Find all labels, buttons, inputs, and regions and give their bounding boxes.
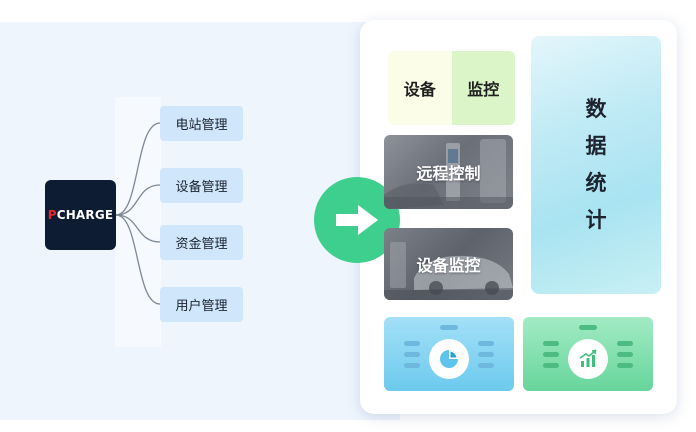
right-bar <box>617 363 633 368</box>
device-monitoring-label: 设备监控 <box>416 252 480 276</box>
tree-node-label: 设备管理 <box>175 176 227 195</box>
monitor-right-label: 监控 <box>467 76 499 100</box>
remote-control-tile: 远程控制 <box>384 135 513 209</box>
tree-node-station: 电站管理 <box>160 106 243 141</box>
monitor-right-half: 监控 <box>452 51 516 125</box>
monitor-left-label: 设备 <box>404 76 436 100</box>
top-bar <box>440 325 458 330</box>
left-bar <box>404 363 420 368</box>
stats-char: 数 <box>586 91 607 128</box>
left-bar <box>404 352 420 357</box>
monitor-left-half: 设备 <box>388 51 452 125</box>
left-bar <box>543 363 559 368</box>
device-monitoring-tile: 设备监控 <box>384 228 513 300</box>
stats-char: 统 <box>586 165 607 202</box>
right-bar <box>478 363 494 368</box>
stats-char: 据 <box>586 128 607 165</box>
tree-node-funds: 资金管理 <box>160 225 243 260</box>
left-bar <box>543 341 559 346</box>
bar-trend-chart-icon <box>577 348 599 370</box>
left-bar <box>543 352 559 357</box>
tree-node-label: 电站管理 <box>175 114 227 133</box>
right-bar <box>617 341 633 346</box>
top-bar <box>579 325 597 330</box>
pie-chart-tile <box>384 317 514 391</box>
trend-chart-tile <box>523 317 653 391</box>
tree-node-device: 设备管理 <box>160 168 243 203</box>
pie-chart-icon <box>438 348 460 370</box>
trend-icon-circle <box>568 339 608 379</box>
logo-text: CHARGE <box>57 208 114 222</box>
right-bar <box>478 341 494 346</box>
right-bar <box>617 352 633 357</box>
device-monitor-tile: 设备 监控 <box>388 51 515 125</box>
tree-node-label: 用户管理 <box>175 295 227 314</box>
tree-node-label: 资金管理 <box>175 233 227 252</box>
remote-control-label: 远程控制 <box>416 160 480 184</box>
right-bar <box>478 352 494 357</box>
logo-prefix: P <box>48 208 57 222</box>
left-bar <box>404 341 420 346</box>
arrow-right-icon <box>332 202 382 238</box>
pie-icon-circle <box>429 339 469 379</box>
data-statistics-tile: 数 据 统 计 <box>531 36 661 294</box>
tree-node-user: 用户管理 <box>160 287 243 322</box>
stats-char: 计 <box>586 202 607 239</box>
